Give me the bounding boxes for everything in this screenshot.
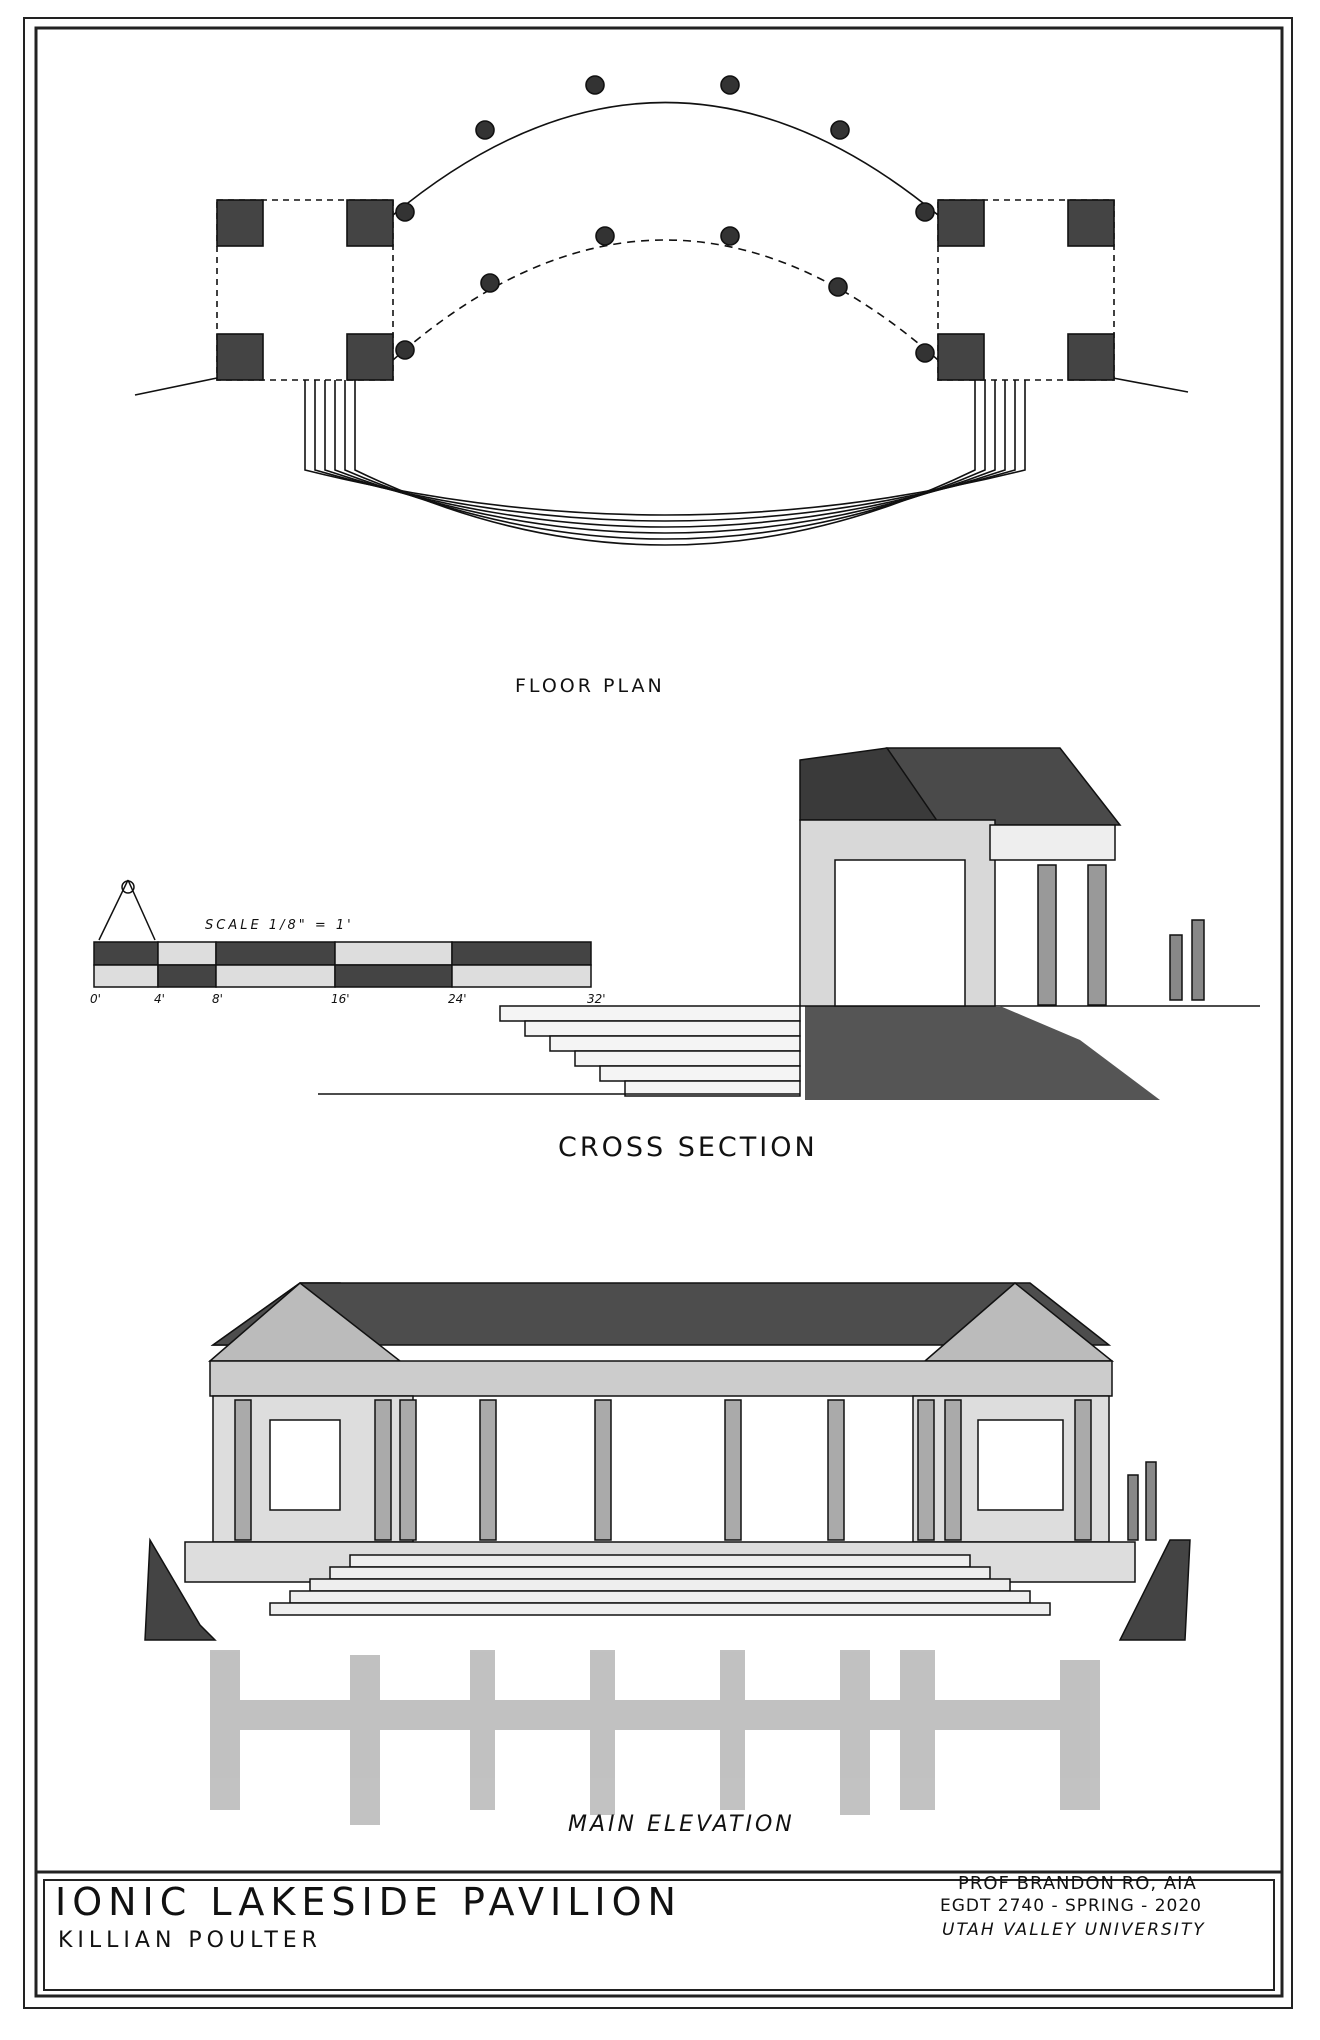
scale-tick-label: 24' <box>448 992 467 1006</box>
scale-tick-label: 8' <box>212 992 223 1006</box>
scale-bar <box>93 879 592 988</box>
cross-section-label: CROSS SECTION <box>558 1132 818 1163</box>
school-name: UTAH VALLEY UNIVERSITY <box>942 1920 1206 1940</box>
floor-plan <box>134 75 1189 546</box>
sheet-border-outer <box>23 17 1293 2009</box>
floor-plan-label: FLOOR PLAN <box>515 675 665 697</box>
main-elevation-label: MAIN ELEVATION <box>568 1812 795 1837</box>
main-elevation <box>144 1282 1191 1825</box>
cross-section <box>318 747 1260 1100</box>
sheet-border-inner <box>34 26 1284 1998</box>
scale-tick-label: 4' <box>154 992 165 1006</box>
human-figures <box>1127 1461 1157 1541</box>
project-title: IONIC LAKESIDE PAVILION <box>55 1880 682 1924</box>
scale-label: SCALE 1/8" = 1' <box>205 918 354 933</box>
author-name: KILLIAN POULTER <box>58 1928 322 1953</box>
scale-tick-label: 16' <box>331 992 350 1006</box>
human-figures <box>1169 919 1205 1001</box>
scale-tick-label: 32' <box>587 992 606 1006</box>
course-info: EGDT 2740 - SPRING - 2020 <box>940 1896 1202 1916</box>
scale-tick-label: 0' <box>90 992 101 1006</box>
title-block-frame <box>43 1879 1275 1991</box>
instructor-name: PROF BRANDON RO, AIA <box>958 1873 1197 1894</box>
